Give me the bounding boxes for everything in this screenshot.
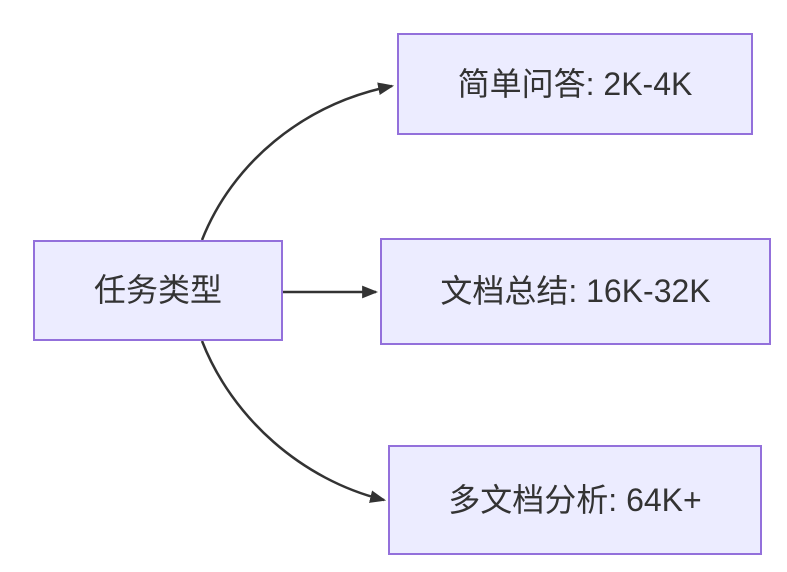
- node-multi-doc-analysis: 多文档分析: 64K+: [388, 445, 762, 555]
- node-simple-qa: 简单问答: 2K-4K: [397, 33, 753, 135]
- node-task-type: 任务类型: [33, 240, 283, 341]
- edge-root-to-simple-qa: [200, 82, 395, 241]
- edge-root-to-multi-doc: [200, 340, 387, 503]
- node-doc-summary-label: 文档总结: 16K-32K: [440, 273, 711, 310]
- node-doc-summary: 文档总结: 16K-32K: [380, 238, 771, 345]
- node-simple-qa-label: 简单问答: 2K-4K: [457, 65, 693, 102]
- node-task-type-label: 任务类型: [93, 272, 222, 309]
- node-multi-doc-analysis-label: 多文档分析: 64K+: [448, 481, 702, 518]
